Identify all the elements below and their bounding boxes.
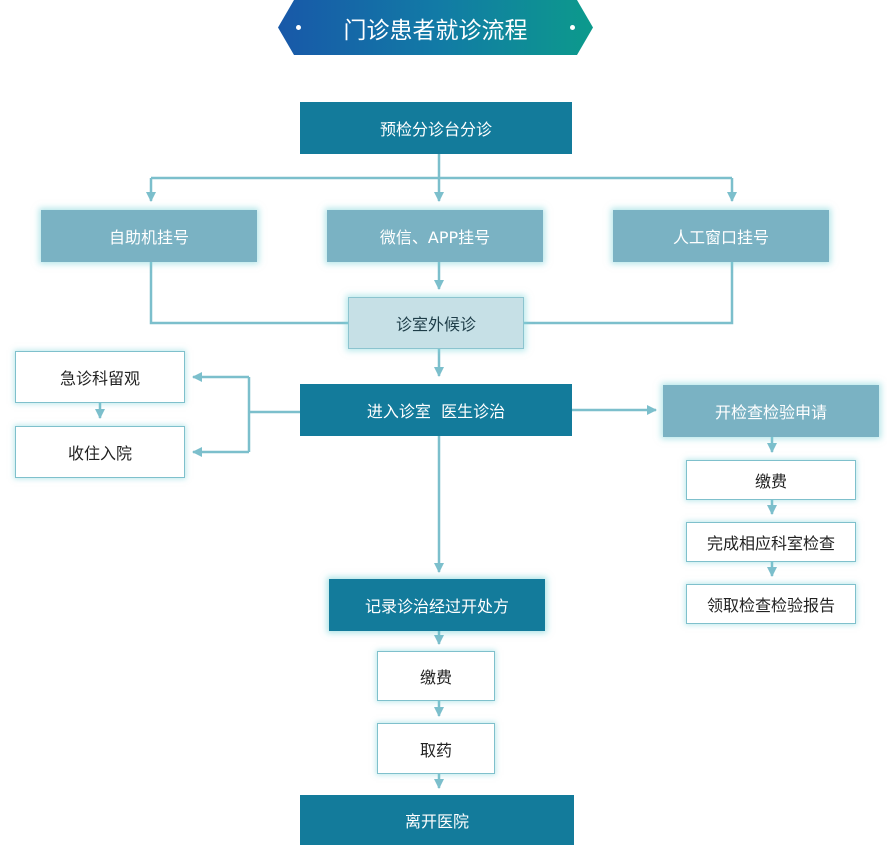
node-waiting: 诊室外候诊 [348, 297, 524, 349]
page-title-banner: 门诊患者就诊流程 [278, 0, 593, 55]
node-exam-complete: 完成相应科室检查 [686, 522, 856, 562]
node-wechat-register: 微信、APP挂号 [327, 210, 543, 262]
node-manual-register: 人工窗口挂号 [613, 210, 829, 262]
node-exam-report: 领取检查检验报告 [686, 584, 856, 624]
node-consult: 进入诊室 医生诊治 [300, 384, 572, 436]
page-title: 门诊患者就诊流程 [343, 17, 528, 44]
node-self-register: 自助机挂号 [41, 210, 257, 262]
node-exam-request: 开检查检验申请 [663, 385, 879, 437]
node-medicine: 取药 [377, 723, 495, 774]
node-prescription: 记录诊治经过开处方 [329, 579, 545, 631]
node-triage: 预检分诊台分诊 [300, 102, 572, 154]
node-hospitalize: 收住入院 [15, 426, 185, 478]
node-emergency-observation: 急诊科留观 [15, 351, 185, 403]
node-leave-hospital: 离开医院 [300, 795, 574, 845]
node-exam-pay: 缴费 [686, 460, 856, 500]
decorative-dot [296, 25, 301, 30]
decorative-dot [570, 25, 575, 30]
node-pay: 缴费 [377, 651, 495, 701]
